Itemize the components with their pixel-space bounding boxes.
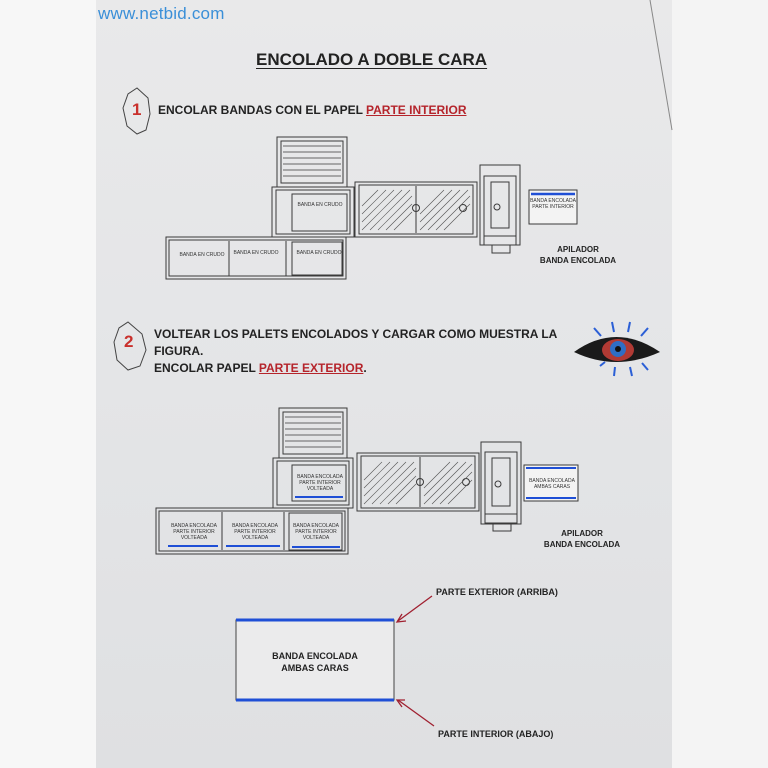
step1-highlight: PARTE INTERIOR <box>366 103 467 117</box>
label-stacker-box-1: BANDA ENCOLADA PARTE INTERIOR <box>530 198 576 210</box>
label-apilador-2: APILADOR BANDA ENCOLADA <box>534 528 630 550</box>
apilador-2-line1: APILADOR <box>561 529 603 538</box>
watermark: www.netbid.com <box>98 4 225 23</box>
step1-badge <box>122 87 151 135</box>
label-banda-crudo-upper: BANDA EN CRUDO <box>297 202 343 208</box>
step2-highlight: PARTE EXTERIOR <box>258 361 364 375</box>
step2-line2: FIGURA. <box>154 344 204 358</box>
label-banda-crudo-2: BANDA EN CRUDO <box>233 250 279 256</box>
step2-badge <box>113 321 147 371</box>
page-title: ENCOLADO A DOBLE CARA <box>256 50 488 69</box>
step1-text: ENCOLAR BANDAS CON EL PAPEL <box>158 103 367 117</box>
apilador-1-line1: APILADOR <box>557 245 599 254</box>
apilador-2-line2: BANDA ENCOLADA <box>543 540 621 549</box>
label-parte-exterior: PARTE EXTERIOR (ARRIBA) <box>436 587 558 597</box>
step1-instruction: ENCOLAR BANDAS CON EL PAPEL PARTE INTERI… <box>158 102 466 119</box>
eye-icon <box>574 321 660 377</box>
step1-number: 1 <box>132 100 142 119</box>
step2-instruction: VOLTEAR LOS PALETS ENCOLADOS Y CARGAR CO… <box>154 326 557 377</box>
label-volteada-upper: BANDA ENCOLADA PARTE INTERIOR VOLTEADA <box>297 474 343 492</box>
step2-line3: ENCOLAR PAPEL PARTE EXTERIOR. <box>154 360 557 377</box>
glued-band-line2: AMBAS CARAS <box>281 663 349 673</box>
label-parte-interior: PARTE INTERIOR (ABAJO) <box>438 729 554 739</box>
label-volteada-2: BANDA ENCOLADA PARTE INTERIOR VOLTEADA <box>232 523 278 541</box>
step2-line3-text: ENCOLAR PAPEL <box>154 361 259 375</box>
step2-line3-end: . <box>363 361 367 375</box>
glued-band-line1: BANDA ENCOLADA <box>272 651 358 661</box>
label-banda-crudo-1: BANDA EN CRUDO <box>179 252 225 258</box>
label-banda-crudo-3: BANDA EN CRUDO <box>296 250 342 256</box>
background-wall-left <box>0 0 96 768</box>
step2-number: 2 <box>124 332 134 351</box>
label-apilador-1: APILADOR BANDA ENCOLADA <box>530 244 626 266</box>
apilador-1-line2: BANDA ENCOLADA <box>539 256 617 265</box>
machine-diagram-2 <box>155 407 579 555</box>
hatching-2 <box>363 461 473 505</box>
label-stacker-box-2: BANDA ENCOLADA AMBAS CARAS <box>529 478 575 490</box>
label-volteada-3: BANDA ENCOLADA PARTE INTERIOR VOLTEADA <box>293 523 339 541</box>
glued-band-box <box>235 619 395 701</box>
label-glued-band: BANDA ENCOLADA AMBAS CARAS <box>250 650 380 674</box>
machine-diagram-1 <box>165 136 578 280</box>
step2-line1: VOLTEAR LOS PALETS ENCOLADOS Y CARGAR CO… <box>154 327 558 341</box>
label-volteada-1: BANDA ENCOLADA PARTE INTERIOR VOLTEADA <box>171 523 217 541</box>
hatching-1 <box>361 189 471 231</box>
background-wall-right <box>672 0 768 768</box>
